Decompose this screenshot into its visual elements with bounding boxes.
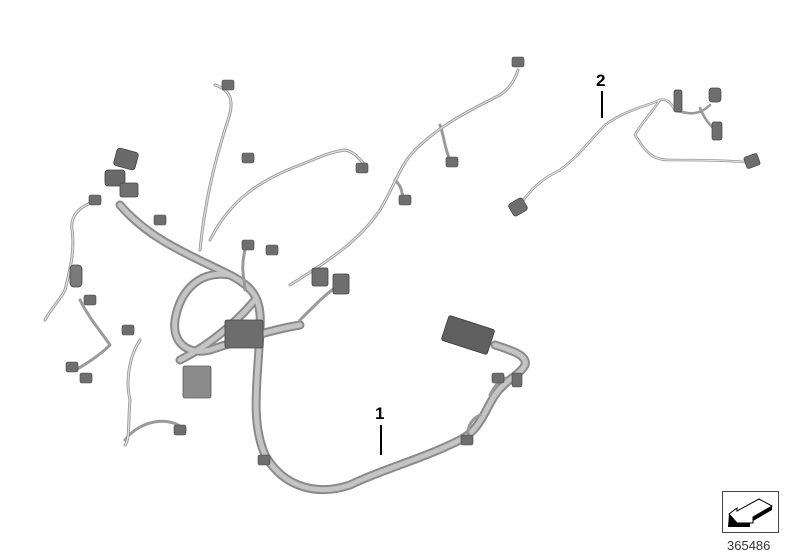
harness-2 [508, 87, 761, 217]
callout-2: 2 [596, 71, 606, 90]
connectors [65, 56, 525, 466]
image-id: 365486 [727, 538, 771, 553]
arrow-down-left-icon [728, 498, 774, 527]
callout-2-leader [601, 91, 603, 118]
orientation-symbol [722, 491, 779, 533]
callout-1: 1 [375, 404, 385, 423]
callout-1-leader [380, 425, 382, 455]
main-harness-1 [43, 56, 530, 495]
